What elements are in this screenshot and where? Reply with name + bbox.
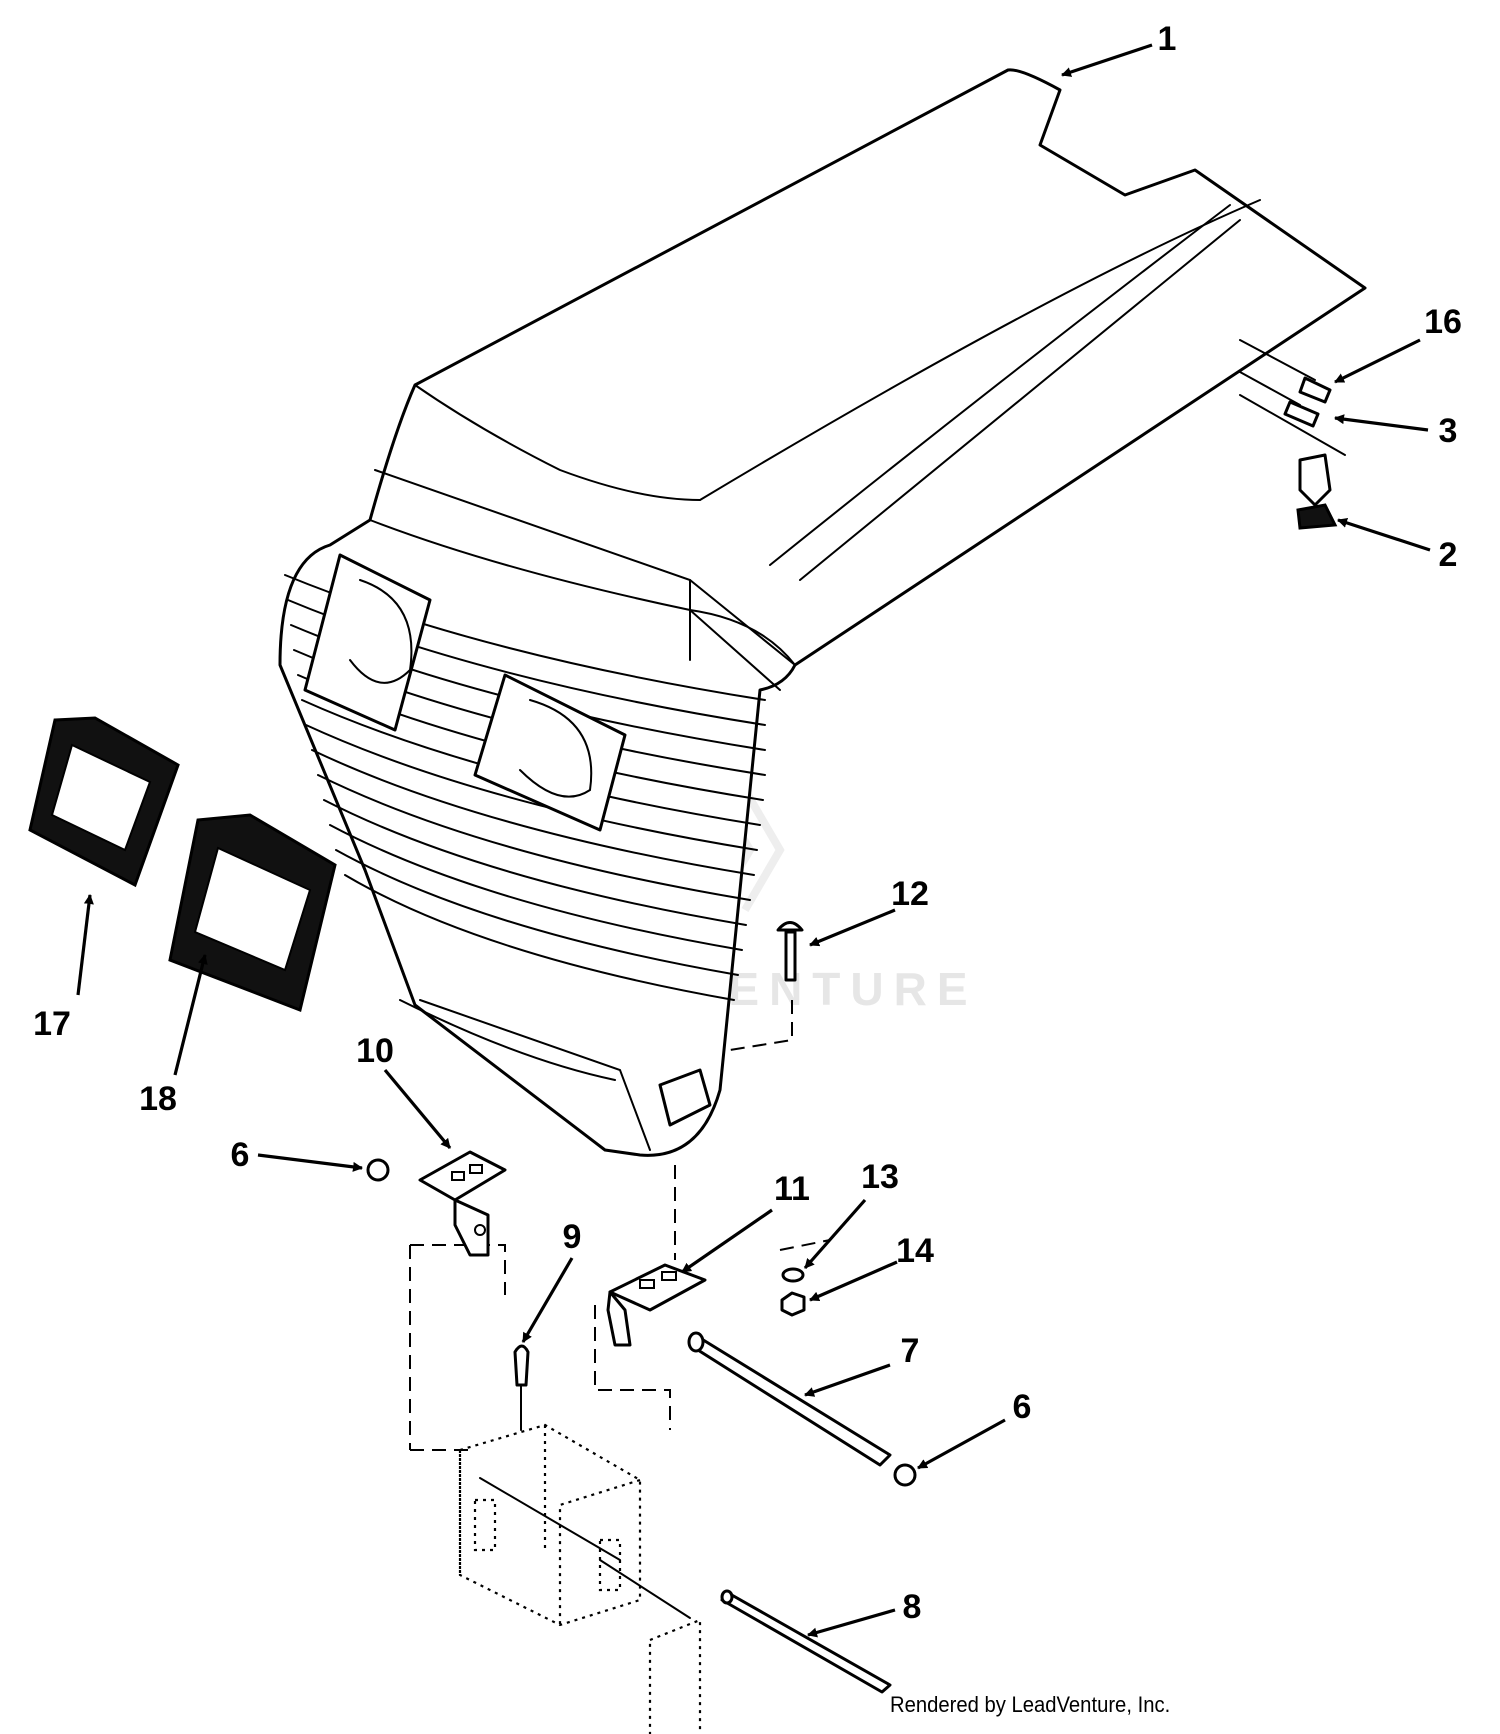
callout-3: 3: [1439, 412, 1458, 450]
callout-7: 7: [901, 1332, 920, 1370]
callout-1: 1: [1158, 20, 1177, 58]
callout-6-left: 6: [231, 1136, 250, 1174]
pin-16: [1298, 376, 1332, 404]
callout-8: 8: [903, 1588, 922, 1626]
callout-13: 13: [861, 1158, 899, 1196]
nut: [780, 1291, 806, 1317]
carriage-bolt: [729, 921, 804, 1051]
pin-3: [1283, 400, 1320, 428]
washer: [781, 1267, 805, 1283]
callout-arrows: [76, 43, 1431, 1638]
right-hinge-bracket: [606, 1263, 707, 1347]
frame-mount-outline: [458, 1423, 702, 1734]
callout-11: 11: [774, 1170, 810, 1208]
left-hinge-bracket: [418, 1150, 507, 1257]
callout-17: 17: [33, 1005, 71, 1043]
headlight-lens-17: [28, 716, 180, 888]
callout-18: 18: [139, 1080, 177, 1118]
retaining-ring-right: [893, 1463, 917, 1487]
callout-14: 14: [896, 1232, 934, 1270]
headlight-lens-18: [168, 813, 337, 1013]
credit-text: Rendered by LeadVenture, Inc.: [890, 1692, 1171, 1717]
callout-10: 10: [356, 1032, 394, 1070]
latch: [1298, 453, 1332, 507]
callout-2: 2: [1439, 536, 1458, 574]
callout-9: 9: [563, 1218, 582, 1256]
retaining-ring-left: [366, 1158, 390, 1182]
latch-assembly: [1239, 339, 1346, 530]
callout-16: 16: [1424, 303, 1462, 341]
hood: [278, 68, 1367, 1157]
hinge-rod: [687, 1331, 892, 1467]
callout-6-right: 6: [1013, 1388, 1032, 1426]
callout-12: 12: [891, 875, 929, 913]
pivot-rod: [720, 1589, 892, 1694]
callout-labels: 1 16 3 2 12 17 18 10 6 11 13 9 14 7 6 8: [33, 20, 1462, 1626]
cotter-pin: [513, 1344, 530, 1431]
